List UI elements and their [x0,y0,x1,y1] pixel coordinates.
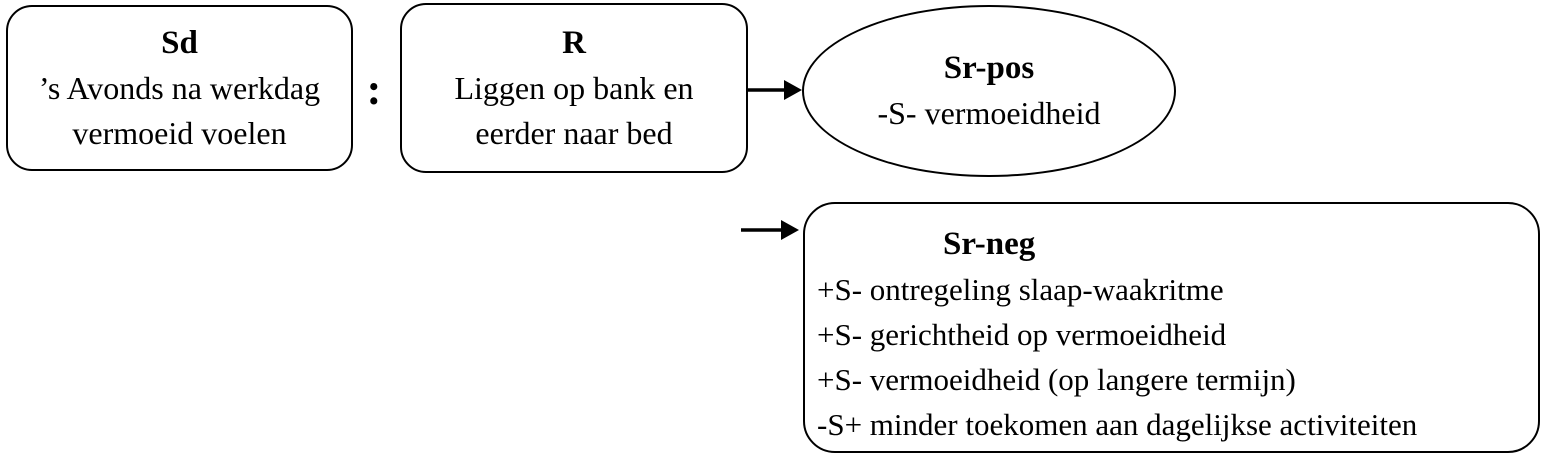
sr-neg-line-4: -S+ minder toekomen aan dagelijkse activ… [817,407,1418,442]
sr-neg-box: Sr-neg +S- ontregeling slaap-waakritme +… [803,202,1540,453]
r-box-line-2: eerder naar bed [475,114,673,151]
r-box: R Liggen op bank en eerder naar bed [400,3,748,173]
colon-separator: : [366,64,382,114]
sr-pos-ellipse: Sr-pos -S- vermoeidheid [802,5,1176,177]
r-box-line-1: Liggen op bank en [454,69,694,106]
r-box-title: R [562,24,586,61]
sd-box-title: Sd [161,24,198,61]
sr-pos-title: Sr-pos [943,50,1035,86]
sd-box-line-2: vermoeid voelen [72,114,287,151]
sd-box-line-1: ’s Avonds na werkdag [38,69,321,106]
sr-neg-title: Sr-neg [943,226,1036,262]
arrow-right-icon [741,220,799,240]
sr-pos-line-1: -S- vermoeidheid [877,95,1101,131]
arrow-right-icon [748,80,802,100]
sr-neg-line-1: +S- ontregeling slaap-waakritme [817,272,1224,307]
sd-box: Sd ’s Avonds na werkdag vermoeid voelen [6,5,353,171]
sr-neg-line-3: +S- vermoeidheid (op langere termijn) [817,362,1296,397]
sr-neg-line-2: +S- gerichtheid op vermoeidheid [817,317,1227,352]
